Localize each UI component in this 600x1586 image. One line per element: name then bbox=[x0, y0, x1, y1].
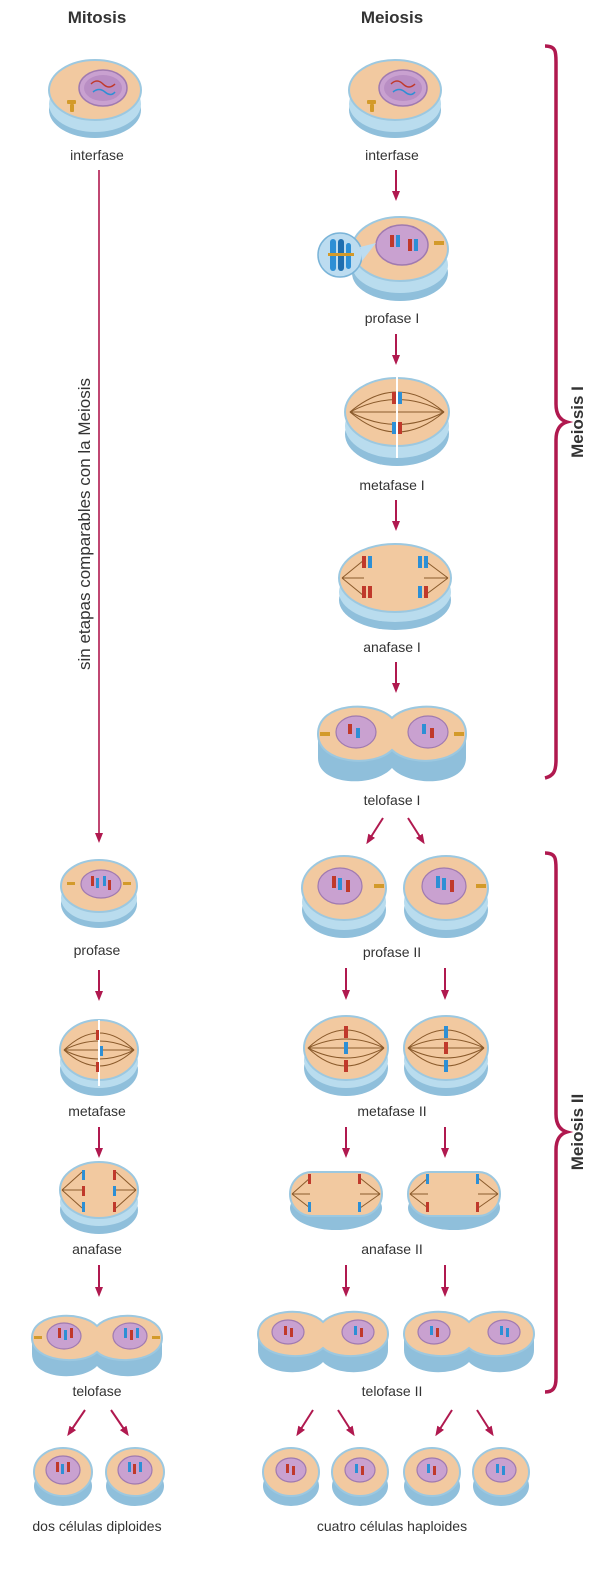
anaphase1-label: anafase I bbox=[363, 639, 421, 655]
prophase1-label: profase I bbox=[364, 310, 420, 326]
metaphase2-cell-right bbox=[403, 1015, 489, 1096]
no-comparable-stages-label: sin etapas comparables con la Meiosis bbox=[75, 378, 94, 670]
mitosis-metaphase-cell bbox=[59, 1019, 139, 1096]
mitosis-arrow bbox=[67, 1409, 86, 1437]
meiosis-arrow bbox=[337, 1409, 355, 1437]
mitosis-telophase-label: telofase bbox=[72, 1383, 122, 1399]
mitosis-anaphase-label: anafase bbox=[72, 1241, 122, 1257]
prophase2-cell-right bbox=[403, 855, 489, 938]
haploid-cell-3 bbox=[403, 1447, 461, 1506]
meiosis-interphase-label: interfase bbox=[365, 147, 419, 163]
metaphase2-cell-left bbox=[303, 1015, 389, 1096]
diploid-result-label: dos células diploides bbox=[32, 1518, 162, 1534]
telophase2-label: telofase II bbox=[361, 1383, 423, 1399]
mitosis-header: Mitosis bbox=[67, 8, 127, 27]
mitosis-anaphase-cell bbox=[59, 1161, 139, 1234]
telophase1-cell bbox=[316, 705, 468, 782]
meiosis-header: Meiosis bbox=[360, 8, 424, 27]
haploid-cell-2 bbox=[331, 1447, 389, 1506]
mitosis-prophase-label: profase bbox=[73, 942, 121, 958]
telophase1-label: telofase I bbox=[363, 792, 421, 808]
mitosis-interphase-cell bbox=[48, 59, 142, 138]
meiosis2-brace bbox=[544, 851, 574, 1394]
anaphase2-cell-right bbox=[407, 1171, 501, 1230]
telophase2-cell-right bbox=[402, 1310, 536, 1373]
prophase2-cell-left bbox=[301, 855, 387, 938]
mitosis-arrow bbox=[110, 1409, 129, 1437]
meiosis-arrow bbox=[296, 1409, 314, 1437]
meiosis-arrow bbox=[366, 817, 384, 845]
meiosis1-brace bbox=[544, 44, 574, 780]
mitosis-metaphase-label: metafase bbox=[68, 1103, 126, 1119]
haploid-cell-4 bbox=[472, 1447, 530, 1506]
mitosis-interphase-label: interfase bbox=[70, 147, 124, 163]
anaphase2-cell-left bbox=[289, 1171, 383, 1230]
telophase2-cell-left bbox=[256, 1310, 390, 1373]
diploid-cell-2 bbox=[105, 1447, 165, 1506]
metaphase1-label: metafase I bbox=[359, 477, 425, 493]
metaphase1-cell bbox=[344, 374, 450, 466]
prophase2-label: profase II bbox=[362, 944, 422, 960]
meiosis-interphase-cell bbox=[348, 59, 442, 138]
mitosis-prophase-cell bbox=[60, 859, 138, 928]
diploid-cell-1 bbox=[33, 1447, 93, 1506]
meiosis2-label: Meiosis II bbox=[568, 1093, 587, 1171]
metaphase2-label: metafase II bbox=[357, 1103, 427, 1119]
meiosis1-label: Meiosis I bbox=[568, 386, 587, 458]
meiosis-arrow bbox=[476, 1409, 494, 1437]
haploid-result-label: cuatro células haploides bbox=[316, 1518, 468, 1534]
meiosis-arrow bbox=[435, 1409, 453, 1437]
meiosis-arrow bbox=[407, 817, 425, 845]
anaphase2-label: anafase II bbox=[361, 1241, 423, 1257]
haploid-cell-1 bbox=[262, 1447, 320, 1506]
anaphase1-cell bbox=[338, 543, 452, 630]
mitosis-telophase-cell bbox=[30, 1314, 164, 1377]
prophase1-cell bbox=[317, 216, 449, 301]
